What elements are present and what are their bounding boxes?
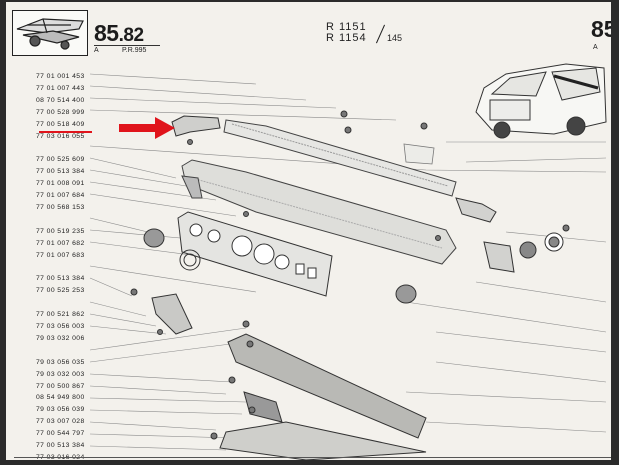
end-cap-part <box>171 115 221 137</box>
part-number-item: 77 01 008 091 <box>36 180 85 188</box>
part-number-item: 77 00 521 862 <box>36 311 85 319</box>
page-subscript-ref: P.R.995 <box>122 47 147 54</box>
next-page-number: 85 <box>591 16 611 42</box>
part-number-item: 77 00 500 867 <box>36 382 85 390</box>
dashboard-thumbnail <box>12 10 88 56</box>
part-number-item: 08 54 949 800 <box>36 394 85 402</box>
part-number-item: 77 00 518 409 <box>36 120 85 128</box>
part-list-spacer <box>36 297 85 309</box>
lower-console <box>219 333 427 460</box>
part-number-item: 77 00 525 609 <box>36 156 85 164</box>
model-variant: 145 <box>387 33 403 43</box>
part-number-item: 79 03 056 039 <box>36 406 85 414</box>
part-number-item: 77 01 007 682 <box>36 239 85 247</box>
parts-number-list: 77 01 001 453 77 01 007 443 08 70 514 400 7… <box>36 71 85 460</box>
main-dash-panel <box>181 159 457 265</box>
part-list-spacer <box>36 345 85 357</box>
exploded-diagram <box>89 63 607 460</box>
part-number-item: 77 03 056 003 <box>36 323 85 331</box>
catalog-page: 85.82 A P.R.995 R 1151 R 1154 145 85 A <box>6 2 611 460</box>
next-page-letter: A <box>593 44 598 51</box>
part-number-item: 77 01 001 453 <box>36 73 85 80</box>
center-grille <box>403 143 435 165</box>
speaker-grilles <box>143 228 417 304</box>
highlight-underline <box>39 131 92 133</box>
part-number-item: 77 01 007 683 <box>36 251 85 259</box>
part-list-spacer <box>36 262 85 274</box>
side-vent-parts <box>455 197 564 273</box>
part-number-item: 77 00 519 235 <box>36 227 85 235</box>
car-illustration <box>475 63 607 139</box>
page-subscript-letter: A <box>94 47 99 54</box>
part-number-item: 77 00 525 253 <box>36 287 85 295</box>
part-list-spacer <box>36 142 85 154</box>
part-number-item: 77 00 513 384 <box>36 442 85 450</box>
fasteners <box>130 110 570 440</box>
part-list-spacer <box>36 214 85 226</box>
left-bracket <box>151 293 193 335</box>
bottom-rule <box>14 457 611 458</box>
part-number-item: 77 00 513 384 <box>36 168 85 176</box>
red-arrow-icon <box>119 117 175 139</box>
model-ref-1: R 1151 <box>326 21 367 33</box>
instrument-cluster <box>177 211 333 297</box>
part-number-item: 77 00 513 384 <box>36 275 85 283</box>
part-number-item: 77 03 016 024 <box>36 452 85 460</box>
part-number-item: 77 03 016 055 <box>36 132 85 140</box>
part-number-item: 77 01 007 443 <box>36 84 85 92</box>
header-rule <box>94 45 160 46</box>
dashboard-top-trim <box>223 119 457 197</box>
part-number-item: 79 03 056 035 <box>36 358 85 366</box>
part-number-item: 77 00 544 797 <box>36 430 85 438</box>
part-number-item: 08 70 514 400 <box>36 96 85 104</box>
model-ref-2: R 1154 <box>326 32 367 44</box>
page-number: 85.82 <box>94 20 144 46</box>
part-number-item: 79 03 032 003 <box>36 370 85 378</box>
part-number-item: 79 03 032 006 <box>36 334 85 342</box>
part-number-item: 77 01 007 684 <box>36 192 85 200</box>
part-number-item: 77 03 007 028 <box>36 418 85 426</box>
part-number-item: 77 00 568 153 <box>36 203 85 211</box>
part-number-item: 77 00 528 999 <box>36 108 85 116</box>
